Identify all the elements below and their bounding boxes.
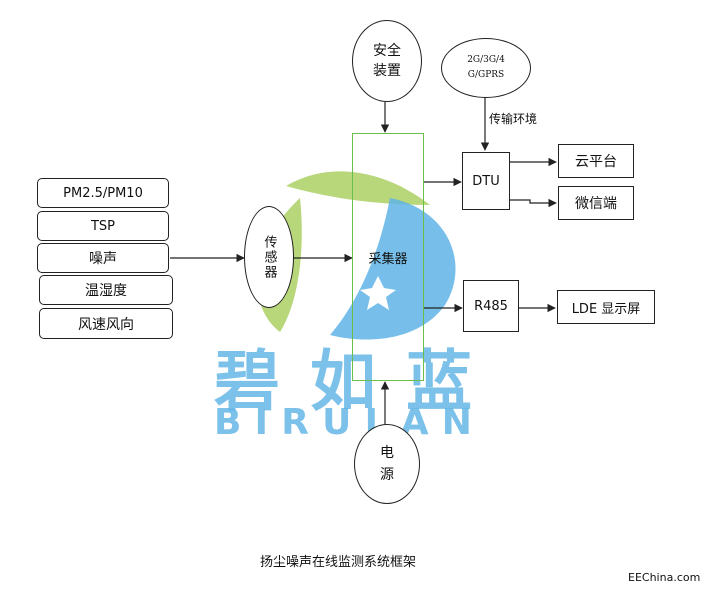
logo-letter: U <box>322 401 352 443</box>
sensor-node: 传感器 <box>244 206 294 308</box>
logo-chinese-text: 碧 如 蓝 <box>214 340 472 420</box>
input-item-tsp: TSP <box>37 211 169 241</box>
collector-label: 采集器 <box>368 251 408 267</box>
dtu-label: DTU <box>472 173 500 189</box>
wechat-box: 微信端 <box>558 186 634 220</box>
logo-char: 碧 <box>214 343 280 420</box>
input-item-label: 风速风向 <box>78 316 134 333</box>
r485-label: R485 <box>474 298 508 314</box>
site-credit: EEChina.com <box>628 571 701 584</box>
input-item-label: 温湿度 <box>85 283 127 299</box>
dtu-box: DTU <box>462 152 510 210</box>
logo-star <box>360 276 396 310</box>
logo-english-text: B I R U L A N <box>214 401 472 443</box>
collector-box: 采集器 <box>352 133 424 381</box>
arrow-dtu-to-wechat <box>509 198 557 208</box>
logo-letter: N <box>441 401 472 443</box>
input-item-label: TSP <box>90 218 116 234</box>
lde-display-label: LDE 显示屏 <box>571 301 641 317</box>
safety-device-node: 安全 装置 <box>352 20 422 102</box>
input-item-label: PM2.5/PM10 <box>63 185 143 201</box>
logo-char: 蓝 <box>406 343 472 420</box>
power-node: 电 源 <box>354 424 420 504</box>
input-item-pm: PM2.5/PM10 <box>37 178 169 208</box>
transmission-label: 传输环境 <box>489 112 538 126</box>
logo-letter: B <box>214 401 242 443</box>
input-item-label: 噪声 <box>89 251 117 267</box>
input-item-temp-humidity: 温湿度 <box>39 275 173 305</box>
logo-letter: I <box>254 401 269 443</box>
cloud-label: 云平台 <box>575 154 617 170</box>
input-item-noise: 噪声 <box>37 243 169 273</box>
input-item-wind: 风速风向 <box>39 308 173 339</box>
cloud-box: 云平台 <box>558 144 634 178</box>
wechat-label: 微信端 <box>575 196 617 212</box>
logo-char: 如 <box>310 343 376 420</box>
lde-display-box: LDE 显示屏 <box>557 290 655 324</box>
logo-drop-blue <box>330 198 456 340</box>
logo-letter: R <box>281 401 309 443</box>
power-label: 电 源 <box>380 445 394 483</box>
sensor-label: 传感器 <box>261 234 277 280</box>
safety-device-label: 安全 装置 <box>373 43 401 79</box>
diagram-caption: 扬尘噪声在线监测系统框架 <box>260 555 417 570</box>
network-node: 2G/3G/4 G/GPRS <box>441 38 531 98</box>
logo-leaf-top <box>286 171 430 205</box>
r485-box: R485 <box>463 280 519 332</box>
network-label: 2G/3G/4 G/GPRS <box>467 55 505 80</box>
